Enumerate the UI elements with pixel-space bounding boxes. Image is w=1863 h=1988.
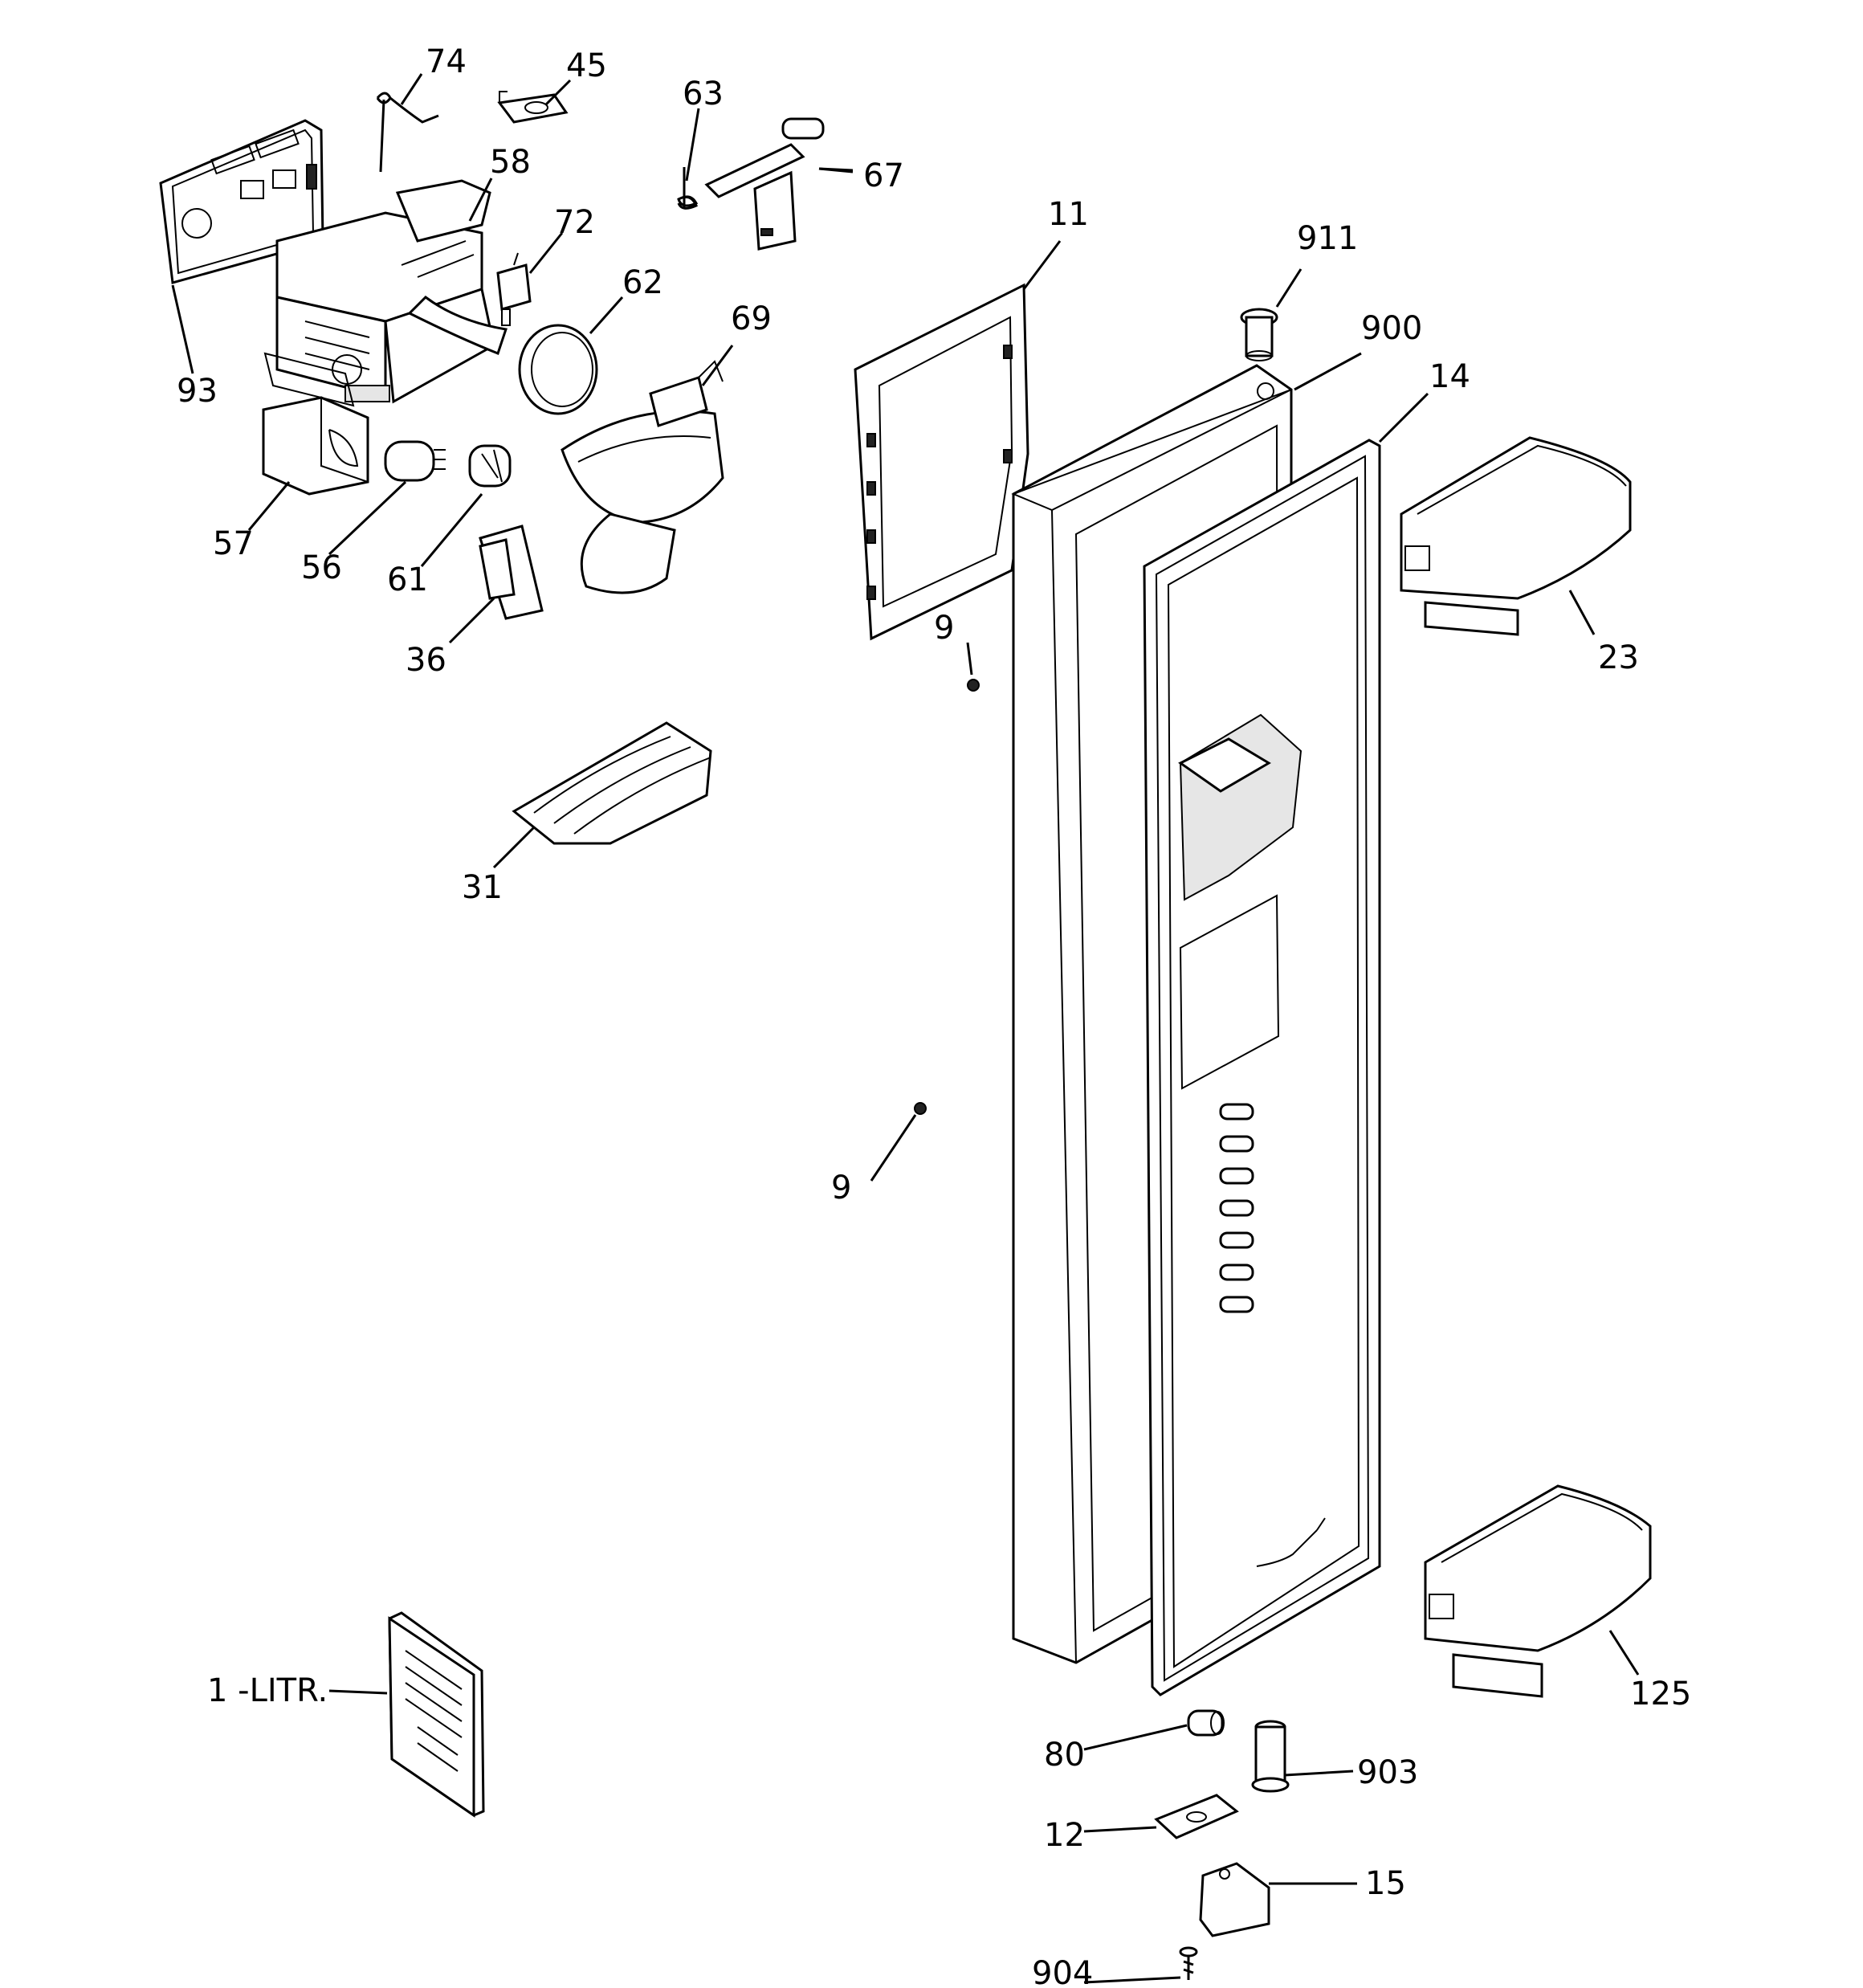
label-11: 11 bbox=[1048, 196, 1089, 233]
part-labels: 74 45 63 67 58 72 11 911 62 69 900 14 93… bbox=[177, 43, 1691, 1988]
screw-904-part bbox=[1179, 1946, 1198, 1980]
door-tabs bbox=[1219, 1103, 1254, 1313]
shaft-56-part bbox=[384, 440, 446, 482]
label-9-mid: 9 bbox=[831, 1170, 851, 1206]
label-31: 31 bbox=[462, 869, 503, 906]
plug-80-part bbox=[1187, 1709, 1225, 1737]
label-9-top: 9 bbox=[934, 610, 954, 647]
literature-part bbox=[388, 1611, 485, 1818]
inner-panel-11-part bbox=[854, 283, 1029, 641]
spring-74-part bbox=[376, 92, 439, 173]
dispenser-housing-58-part bbox=[263, 179, 508, 407]
door-bin-23-part bbox=[1400, 436, 1632, 636]
bracket-45-part bbox=[497, 91, 569, 124]
label-15: 15 bbox=[1365, 1865, 1406, 1902]
fastener-9b-part bbox=[914, 1102, 927, 1115]
label-57: 57 bbox=[213, 525, 254, 562]
switch-72-part bbox=[496, 252, 532, 326]
label-911: 911 bbox=[1297, 220, 1358, 257]
label-1-litr: 1 -LITR. bbox=[207, 1672, 328, 1709]
ring-62-part bbox=[518, 324, 598, 415]
label-93: 93 bbox=[177, 373, 218, 410]
gasket-14-part bbox=[1143, 439, 1381, 1696]
label-36: 36 bbox=[406, 642, 446, 679]
door-bin-125-part bbox=[1424, 1484, 1652, 1698]
ice-chute-69-part bbox=[561, 360, 724, 594]
label-904: 904 bbox=[1032, 1955, 1093, 1988]
label-45: 45 bbox=[566, 47, 607, 84]
label-12: 12 bbox=[1044, 1817, 1085, 1854]
drip-tray-31-part bbox=[512, 721, 712, 845]
label-72: 72 bbox=[554, 204, 595, 241]
bracket-36-part bbox=[479, 525, 544, 620]
solenoid-67-part bbox=[704, 117, 854, 251]
spring-63-part bbox=[677, 167, 699, 210]
pin-903-part bbox=[1251, 1720, 1290, 1793]
label-58: 58 bbox=[490, 144, 531, 181]
label-74: 74 bbox=[426, 43, 467, 80]
label-23: 23 bbox=[1598, 639, 1639, 676]
bushing-911-part bbox=[1240, 308, 1278, 361]
label-900: 900 bbox=[1361, 310, 1422, 347]
hinge-15-part bbox=[1199, 1862, 1270, 1937]
coupler-61-part bbox=[468, 444, 512, 488]
fastener-9a-part bbox=[967, 679, 980, 692]
label-56: 56 bbox=[301, 549, 342, 586]
motor-housing-57-part bbox=[262, 396, 369, 496]
label-63: 63 bbox=[683, 76, 724, 112]
plate-12-part bbox=[1154, 1794, 1239, 1839]
label-14: 14 bbox=[1429, 358, 1470, 395]
label-69: 69 bbox=[731, 300, 772, 337]
label-67: 67 bbox=[863, 157, 904, 194]
label-61: 61 bbox=[387, 561, 428, 598]
label-80: 80 bbox=[1044, 1737, 1085, 1774]
label-125: 125 bbox=[1630, 1676, 1691, 1712]
leader-lines bbox=[171, 73, 1640, 1984]
label-62: 62 bbox=[622, 264, 663, 301]
label-903: 903 bbox=[1357, 1754, 1418, 1791]
